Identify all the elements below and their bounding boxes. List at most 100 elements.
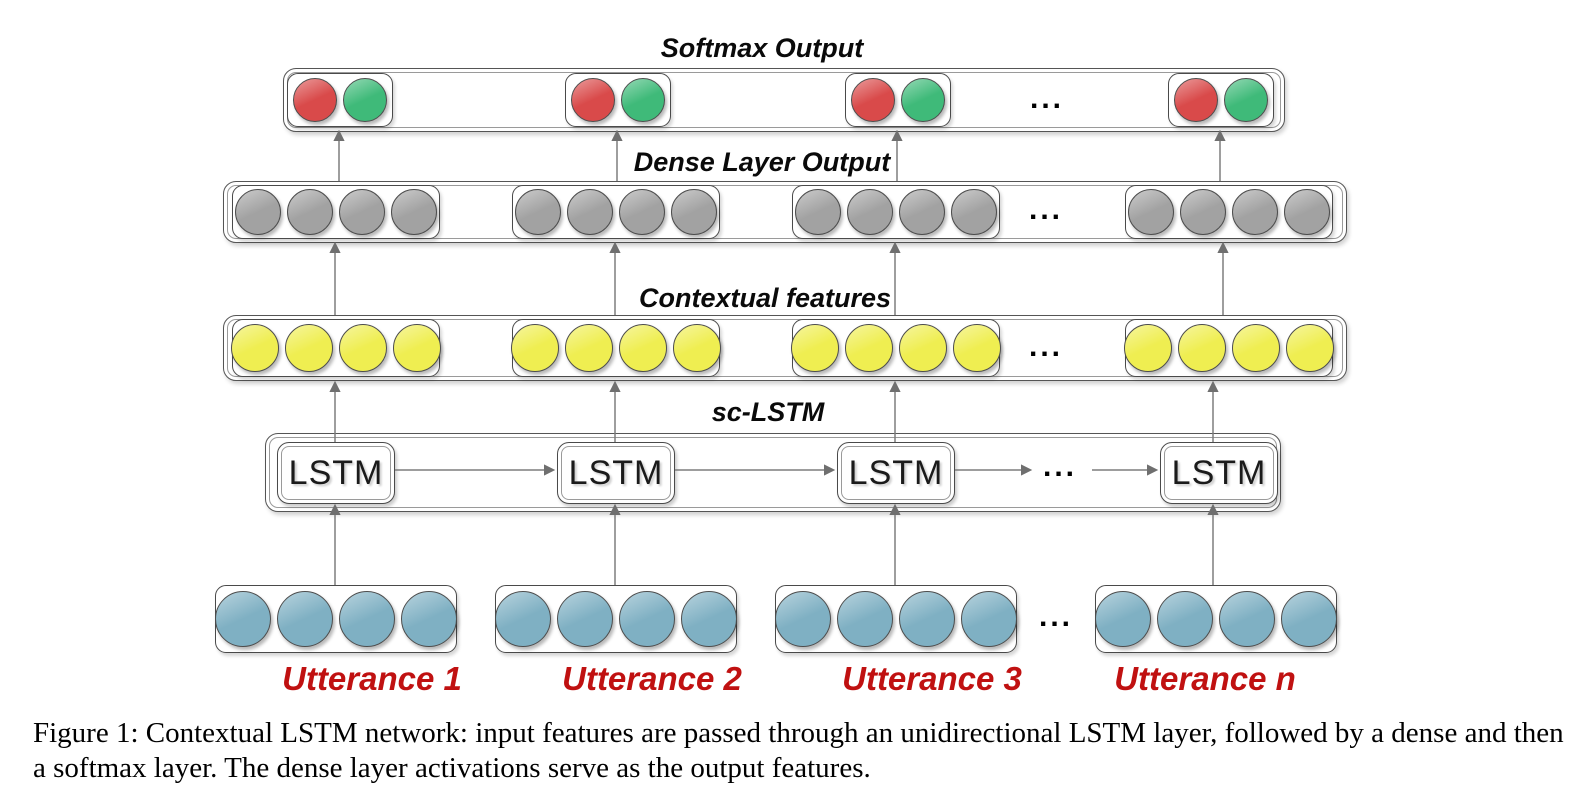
- neuron-circle: [1174, 78, 1218, 122]
- neuron-circle: [339, 591, 395, 647]
- neuron-group: [775, 585, 1017, 653]
- neuron-group: [512, 185, 720, 239]
- neuron-circle: [951, 189, 997, 235]
- ellipsis: ...: [1028, 330, 1064, 363]
- ellipsis: ...: [1038, 600, 1074, 633]
- lstm-unit-label: LSTM: [288, 453, 384, 492]
- neuron-circle: [215, 591, 271, 647]
- neuron-circle: [515, 189, 561, 235]
- lstm-unit-label: LSTM: [568, 453, 664, 492]
- lstm-unit: LSTM: [557, 442, 675, 504]
- neuron-circle: [393, 324, 441, 372]
- neuron-circle: [231, 324, 279, 372]
- neuron-circle: [621, 78, 665, 122]
- neuron-circle: [567, 189, 613, 235]
- neuron-circle: [899, 591, 955, 647]
- neuron-circle: [1284, 189, 1330, 235]
- neuron-circle: [671, 189, 717, 235]
- neuron-circle: [1095, 591, 1151, 647]
- softmax-output-label: Softmax Output: [660, 33, 864, 63]
- ellipsis: ...: [1029, 82, 1065, 115]
- neuron-circle: [953, 324, 1001, 372]
- neuron-circle: [961, 591, 1017, 647]
- neuron-circle: [1232, 324, 1280, 372]
- lstm-unit: LSTM: [277, 442, 395, 504]
- neuron-circle: [847, 189, 893, 235]
- lstm-unit: LSTM: [837, 442, 955, 504]
- neuron-group: [1168, 73, 1274, 127]
- neuron-group: [1125, 185, 1333, 239]
- neuron-circle: [845, 324, 893, 372]
- neuron-circle: [775, 591, 831, 647]
- neuron-circle: [673, 324, 721, 372]
- ellipsis: ...: [1028, 193, 1064, 226]
- neuron-circle: [235, 189, 281, 235]
- layer-container: [283, 68, 1285, 132]
- neuron-circle: [339, 189, 385, 235]
- neuron-circle: [681, 591, 737, 647]
- neuron-circle: [287, 189, 333, 235]
- utterance-3-label: Utterance 3: [842, 660, 1022, 697]
- neuron-group: [231, 319, 441, 377]
- neuron-group: [1095, 585, 1337, 653]
- neuron-circle: [795, 189, 841, 235]
- neuron-group: [791, 319, 1001, 377]
- neuron-circle: [1178, 324, 1226, 372]
- sc-lstm-label: sc-LSTM: [711, 397, 825, 427]
- neuron-circle: [619, 189, 665, 235]
- lstm-unit-label: LSTM: [848, 453, 944, 492]
- neuron-circle: [899, 324, 947, 372]
- neuron-circle: [277, 591, 333, 647]
- neuron-circle: [901, 78, 945, 122]
- ellipsis: ...: [1042, 450, 1078, 483]
- neuron-group: [287, 73, 393, 127]
- dense-layer-output-label: Dense Layer Output: [633, 147, 891, 177]
- neuron-circle: [293, 78, 337, 122]
- neuron-group: [565, 73, 671, 127]
- neuron-circle: [1219, 591, 1275, 647]
- neuron-group: [1124, 319, 1334, 377]
- neuron-group: [792, 185, 1000, 239]
- neuron-circle: [1232, 189, 1278, 235]
- neuron-group: [495, 585, 737, 653]
- neuron-circle: [1180, 189, 1226, 235]
- neuron-circle: [851, 78, 895, 122]
- neuron-circle: [565, 324, 613, 372]
- lstm-unit-label: LSTM: [1171, 453, 1267, 492]
- sc-lstm-container: [265, 433, 1281, 512]
- neuron-circle: [401, 591, 457, 647]
- neuron-group: [511, 319, 721, 377]
- neuron-circle: [791, 324, 839, 372]
- neuron-circle: [1124, 324, 1172, 372]
- neuron-group: [845, 73, 951, 127]
- neuron-circle: [1224, 78, 1268, 122]
- neuron-circle: [837, 591, 893, 647]
- utterance-1-label: Utterance 1: [282, 660, 462, 697]
- neuron-group: [232, 185, 440, 239]
- neuron-circle: [557, 591, 613, 647]
- contextual-features-label: Contextual features: [638, 283, 892, 313]
- neuron-circle: [899, 189, 945, 235]
- neuron-circle: [1281, 591, 1337, 647]
- neuron-circle: [511, 324, 559, 372]
- utterance-2-label: Utterance 2: [562, 660, 742, 697]
- neuron-circle: [495, 591, 551, 647]
- lstm-unit: LSTM: [1160, 442, 1278, 504]
- figure-caption: Figure 1: Contextual LSTM network: input…: [33, 717, 1564, 784]
- neuron-circle: [339, 324, 387, 372]
- neuron-circle: [619, 324, 667, 372]
- neuron-circle: [391, 189, 437, 235]
- neuron-circle: [1286, 324, 1334, 372]
- neuron-group: [215, 585, 457, 653]
- neuron-circle: [285, 324, 333, 372]
- neuron-circle: [1128, 189, 1174, 235]
- neuron-circle: [1157, 591, 1213, 647]
- neuron-circle: [571, 78, 615, 122]
- utterance-n-label: Utterance n: [1114, 660, 1296, 697]
